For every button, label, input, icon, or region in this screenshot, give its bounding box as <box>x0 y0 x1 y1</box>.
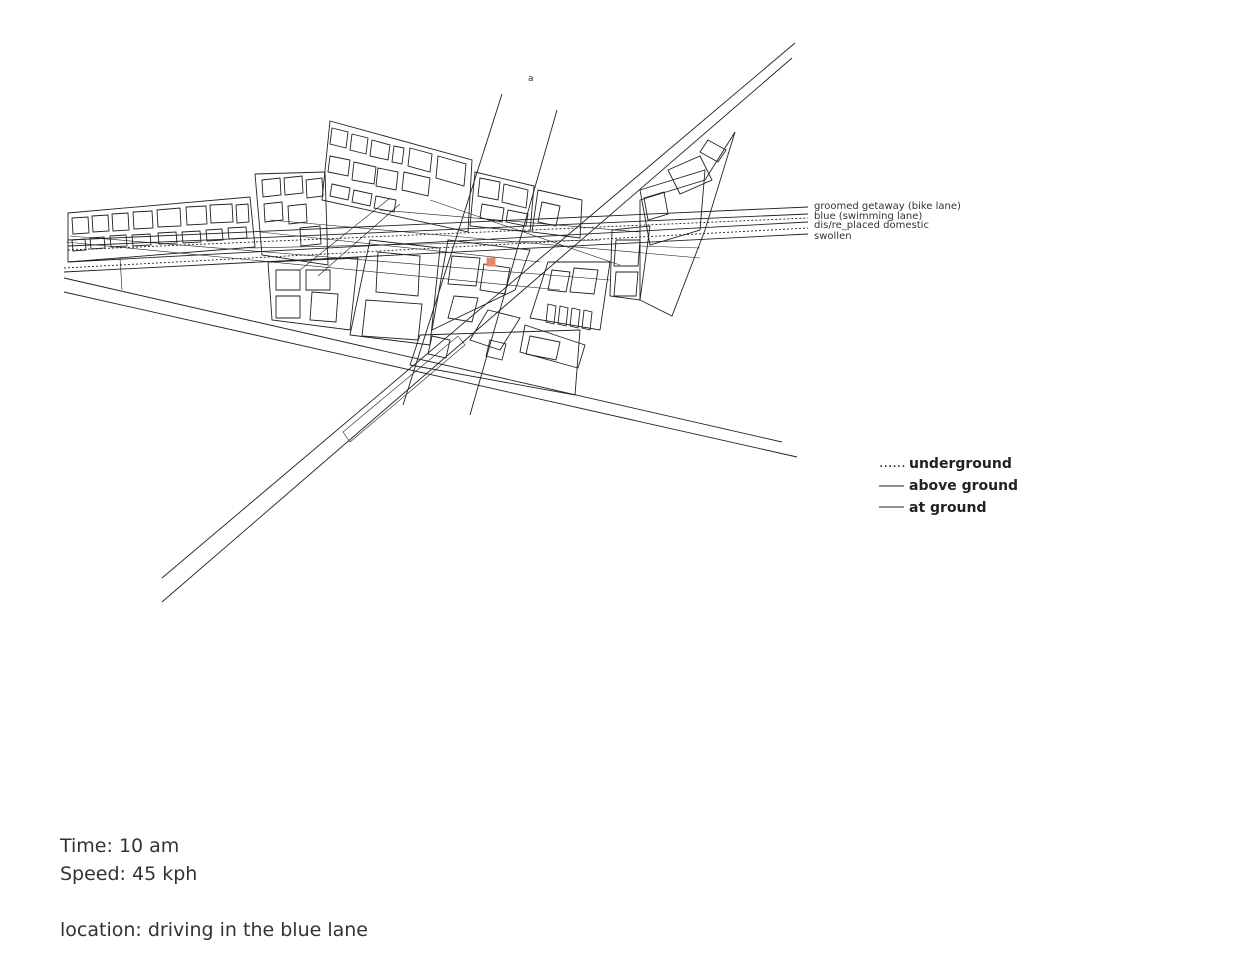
legend-underground-label: underground <box>909 456 1012 472</box>
legend-above-ground-label: above ground <box>909 478 1018 494</box>
route-label-domestic: dis/re_placed domestic <box>814 220 929 231</box>
building-footprints <box>71 127 727 361</box>
city-blocks <box>67 120 736 396</box>
legend: ...... underground above ground at groun… <box>879 455 1018 516</box>
route-lines <box>63 197 809 291</box>
north-marker: a <box>528 74 534 84</box>
route-label-swimming-lane: blue (swimming lane) <box>814 211 922 222</box>
route-labels: groomed getaway (bike lane) blue (swimmi… <box>814 201 961 242</box>
vertical-streets <box>402 93 558 416</box>
speed-readout: Speed: 45 kph <box>60 863 198 885</box>
time-readout: Time: 10 am <box>60 835 180 857</box>
location-readout: location: driving in the blue lane <box>60 919 368 941</box>
route-label-bike-lane: groomed getaway (bike lane) <box>814 201 961 212</box>
lower-road <box>63 277 798 458</box>
legend-dotted-symbol: ...... <box>879 455 906 471</box>
diagonal-highway <box>161 42 796 603</box>
highlight-marker <box>486 257 496 267</box>
route-label-swollen: swollen <box>814 231 852 242</box>
legend-at-ground-label: at ground <box>909 500 987 516</box>
